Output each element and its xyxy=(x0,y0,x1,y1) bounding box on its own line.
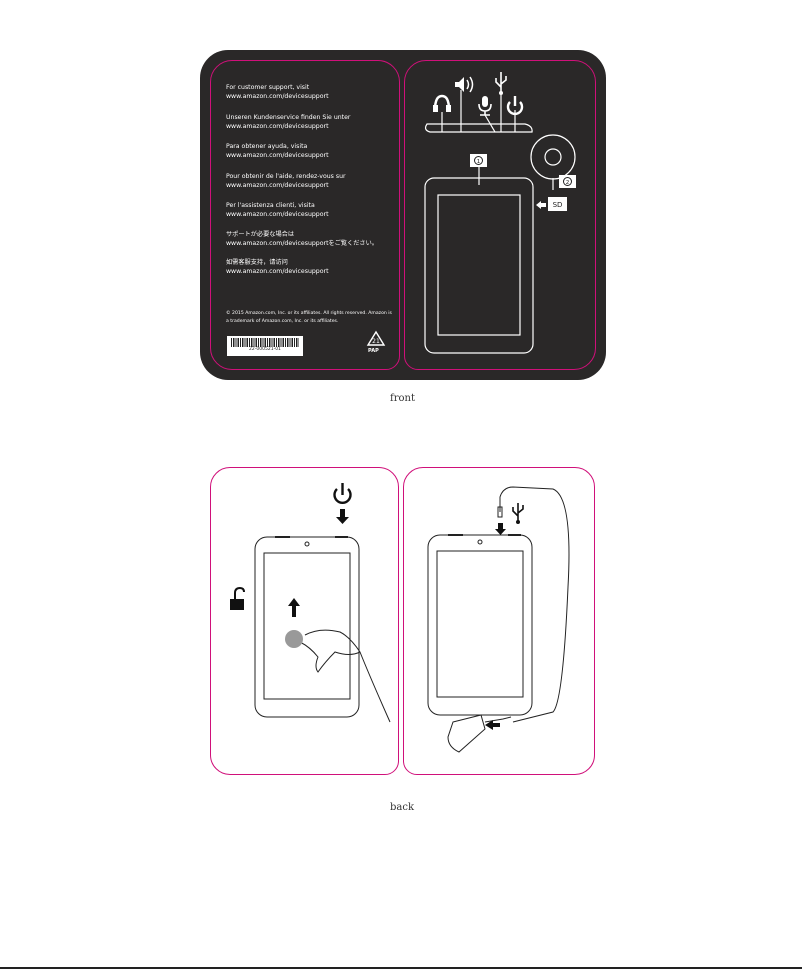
back-caption: back xyxy=(390,802,415,813)
camera-1-label: 1 xyxy=(477,159,481,165)
recycle-number: 21 xyxy=(372,338,380,345)
microphone-icon xyxy=(478,96,492,116)
barcode-bars xyxy=(231,338,299,347)
sd-slot-icon: SD xyxy=(536,197,567,211)
barcode-number: 22-000521-01 xyxy=(249,347,281,352)
adapter-arrow-icon xyxy=(485,720,500,730)
camera-2-label: 2 xyxy=(566,180,570,186)
back-right-panel xyxy=(403,467,595,775)
unlock-diagram xyxy=(230,483,391,723)
front-caption: front xyxy=(390,393,415,404)
swipe-up-arrow-icon xyxy=(288,598,300,617)
back-left-panel xyxy=(210,467,399,775)
rear-camera-icon: 2 xyxy=(559,175,576,188)
usb-icon xyxy=(512,503,524,524)
recycle-label: PAP xyxy=(368,348,379,354)
plug-in-arrow-icon xyxy=(495,523,506,535)
volume-icon xyxy=(455,76,474,93)
charging-diagram xyxy=(427,486,570,753)
headphone-icon xyxy=(433,94,451,112)
front-left-panel xyxy=(210,60,400,370)
device-diagram-front: 1 2 SD xyxy=(424,72,576,354)
recycle-icon: 21 xyxy=(366,330,386,346)
copyright-text: © 2015 Amazon.com, Inc. or its affiliate… xyxy=(226,311,392,324)
front-camera-icon: 1 xyxy=(470,154,487,167)
unlock-icon xyxy=(230,586,245,610)
page-bottom-border xyxy=(0,967,802,969)
touch-point xyxy=(285,630,303,648)
barcode: 22-000521-01 xyxy=(227,336,303,356)
power-icon xyxy=(333,483,352,504)
press-down-arrow-icon xyxy=(336,509,349,524)
front-right-panel xyxy=(404,60,596,370)
usb-icon xyxy=(495,72,507,95)
power-icon xyxy=(506,96,524,116)
sd-label: SD xyxy=(553,201,563,209)
front-card xyxy=(200,50,606,380)
